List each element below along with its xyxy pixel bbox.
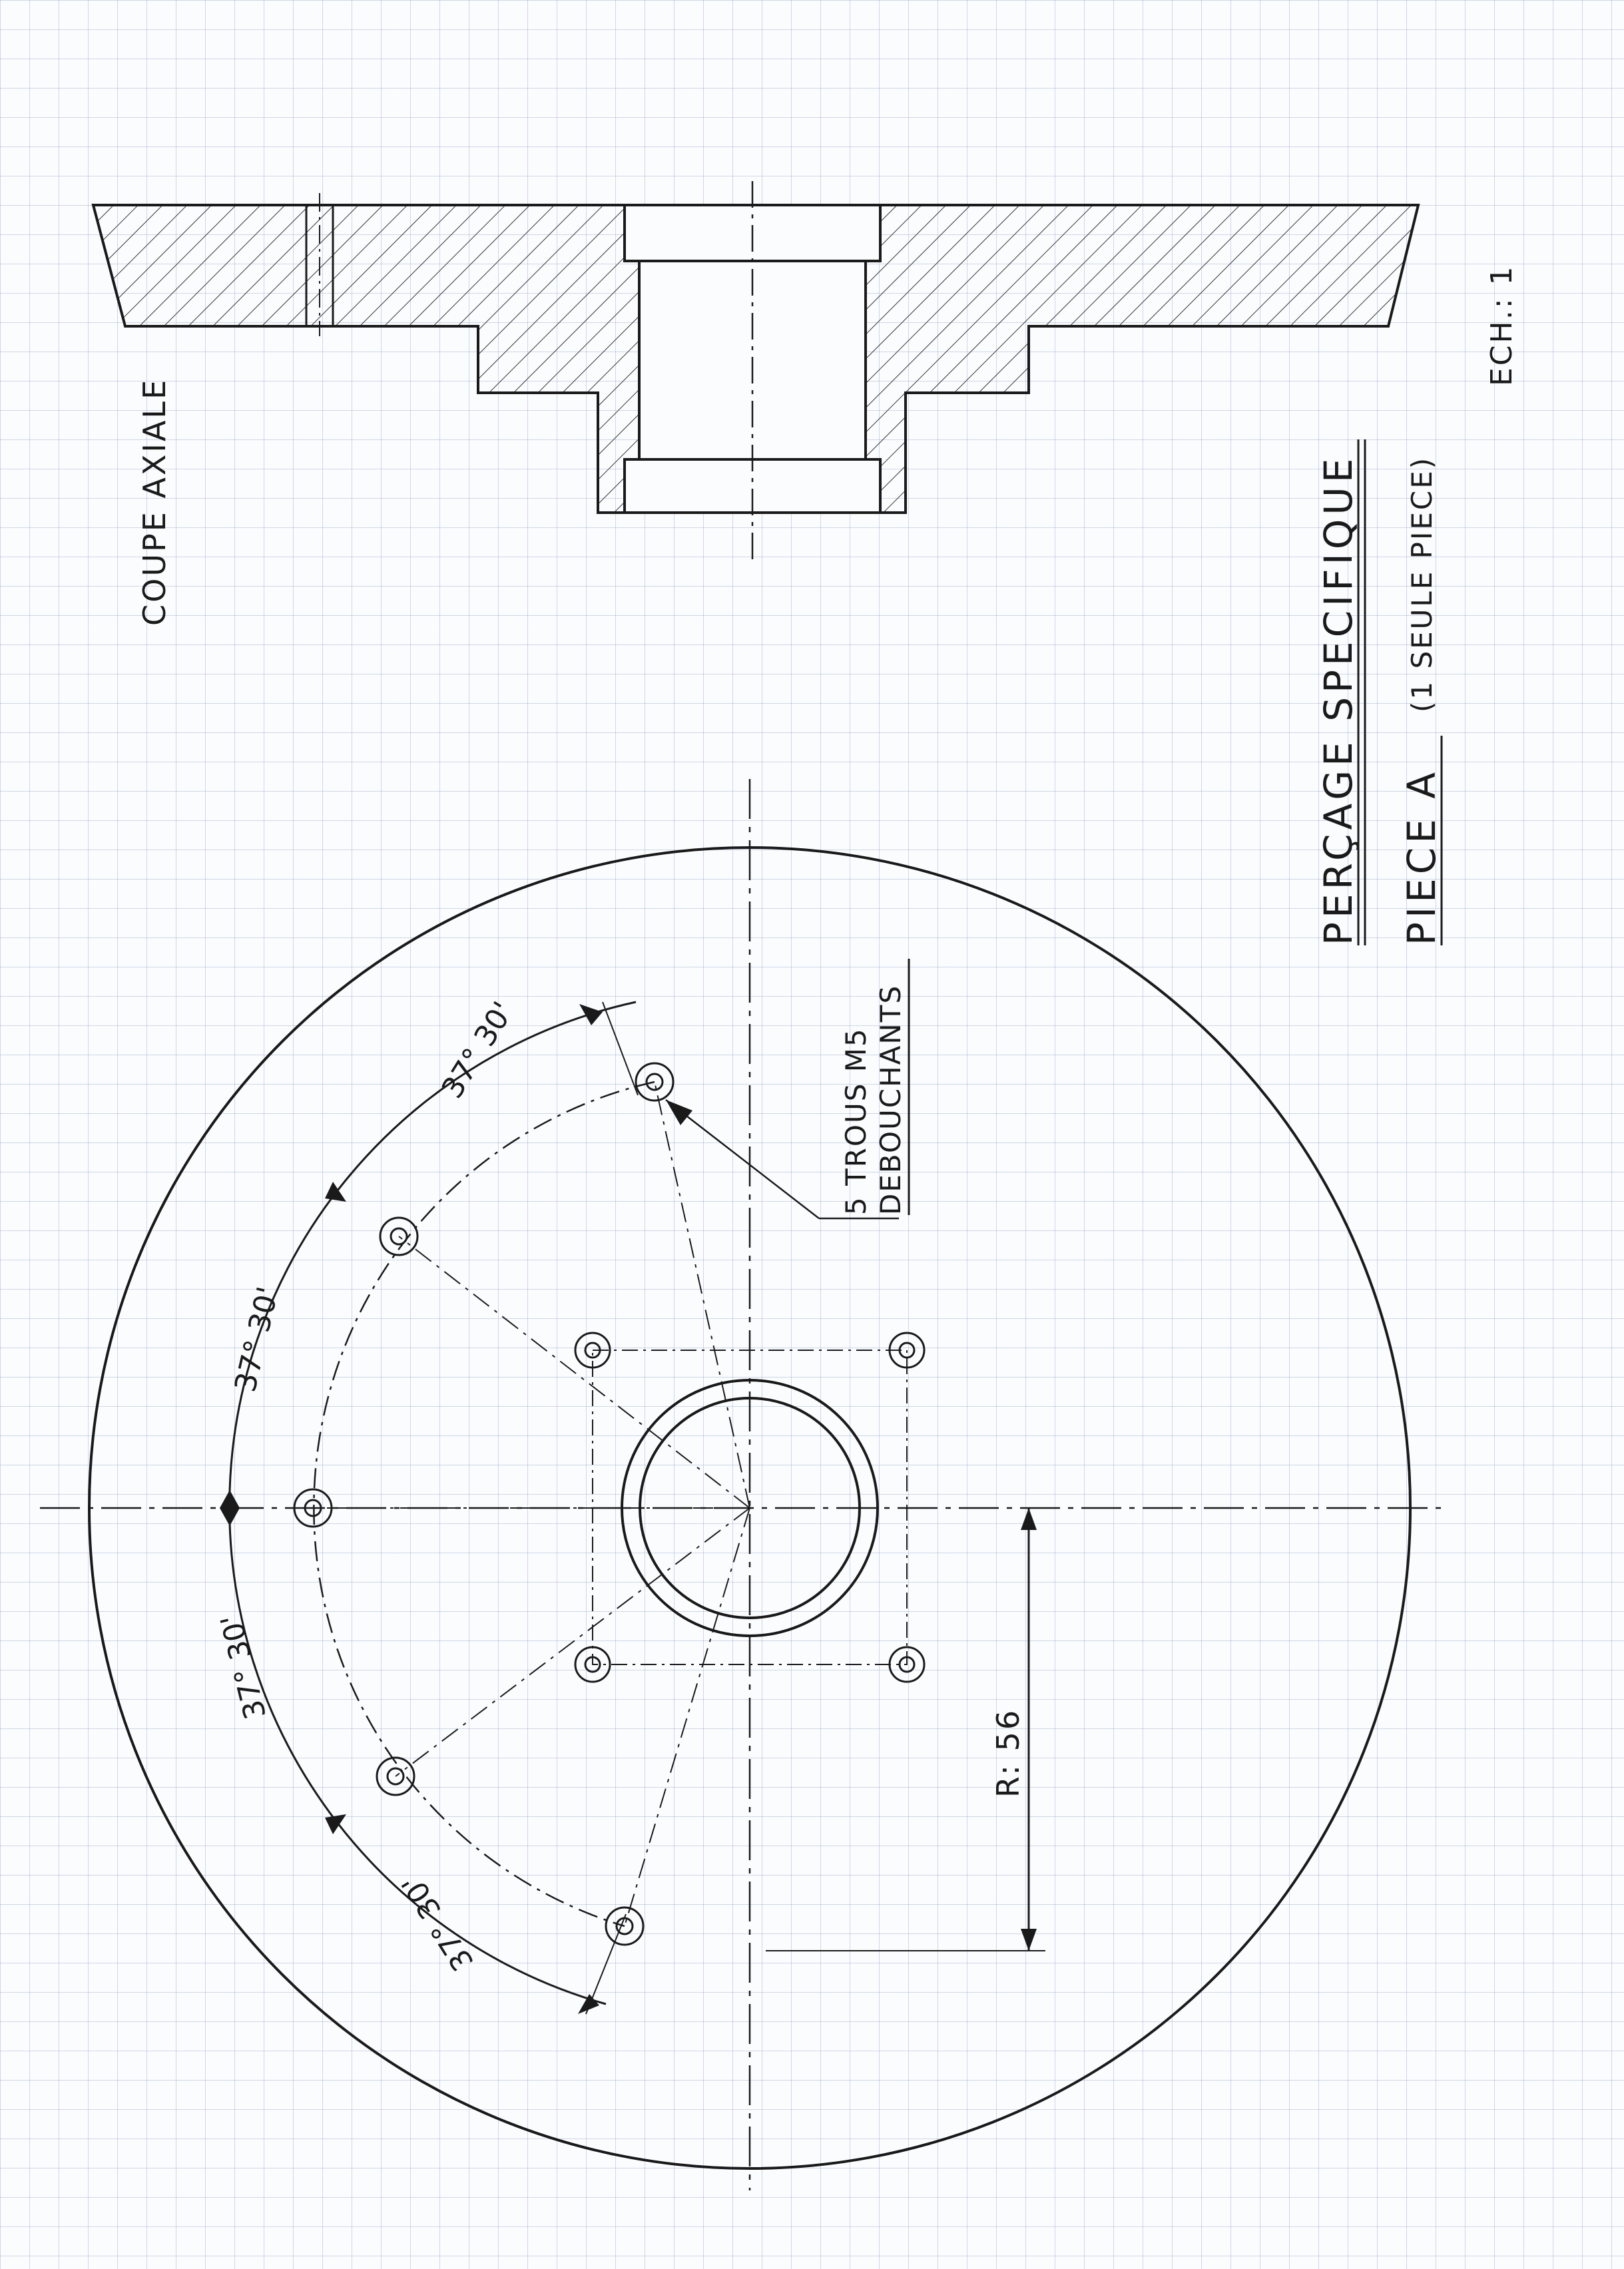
radial-line — [395, 1507, 750, 1777]
square-holes — [574, 1332, 926, 1683]
axial-section — [91, 181, 1420, 559]
title-line-1: PERÇAGE SPECIFIQUE — [1316, 455, 1361, 945]
radius-arrow-top — [1021, 1508, 1037, 1530]
radial-line — [654, 1081, 750, 1509]
title-line-3: (1 SEULE PIECE) — [1406, 456, 1438, 712]
plan-view — [40, 779, 1442, 2190]
angle-label-2: 37° 30' — [228, 1284, 286, 1395]
m5-holes — [293, 1062, 675, 1946]
holes-label-line-1: 5 TROUS M5 — [840, 1027, 872, 1215]
m5-hole-2 — [379, 1216, 419, 1256]
square-hole-4 — [888, 1646, 926, 1683]
dimension-arrows — [220, 1004, 603, 2014]
radius-label: R: 56 — [990, 1708, 1026, 1798]
m5-hole-1 — [635, 1062, 675, 1102]
extension-line — [602, 1001, 639, 1096]
angle-label-3: 37° 30' — [214, 1611, 273, 1723]
holes-label-line-2: DEBOUCHANTS — [874, 985, 907, 1215]
extension-line — [585, 1913, 627, 2015]
title-line-2: PIECE A — [1399, 768, 1444, 945]
square-hole-1 — [574, 1332, 611, 1369]
angle-label-1: 37° 30' — [435, 996, 521, 1105]
radial-line — [398, 1236, 750, 1509]
angle-label-4: 37° 30' — [396, 1868, 481, 1977]
radius-arrow-bottom — [1021, 1929, 1037, 1951]
leader-line — [665, 1099, 820, 1219]
scale-label: ECH.: 1 — [1485, 264, 1519, 386]
m5-hole-4 — [376, 1756, 415, 1796]
leader-arrow — [666, 1100, 692, 1125]
square-hole-3 — [574, 1646, 611, 1683]
hole-pitch-circle — [313, 1081, 655, 1927]
square-hole-2 — [888, 1332, 926, 1369]
angle-dimension-arc — [228, 1001, 637, 2005]
m5-hole-3 — [293, 1488, 333, 1528]
section-title: COUPE AXIALE — [136, 378, 172, 626]
radial-line — [624, 1507, 750, 1927]
